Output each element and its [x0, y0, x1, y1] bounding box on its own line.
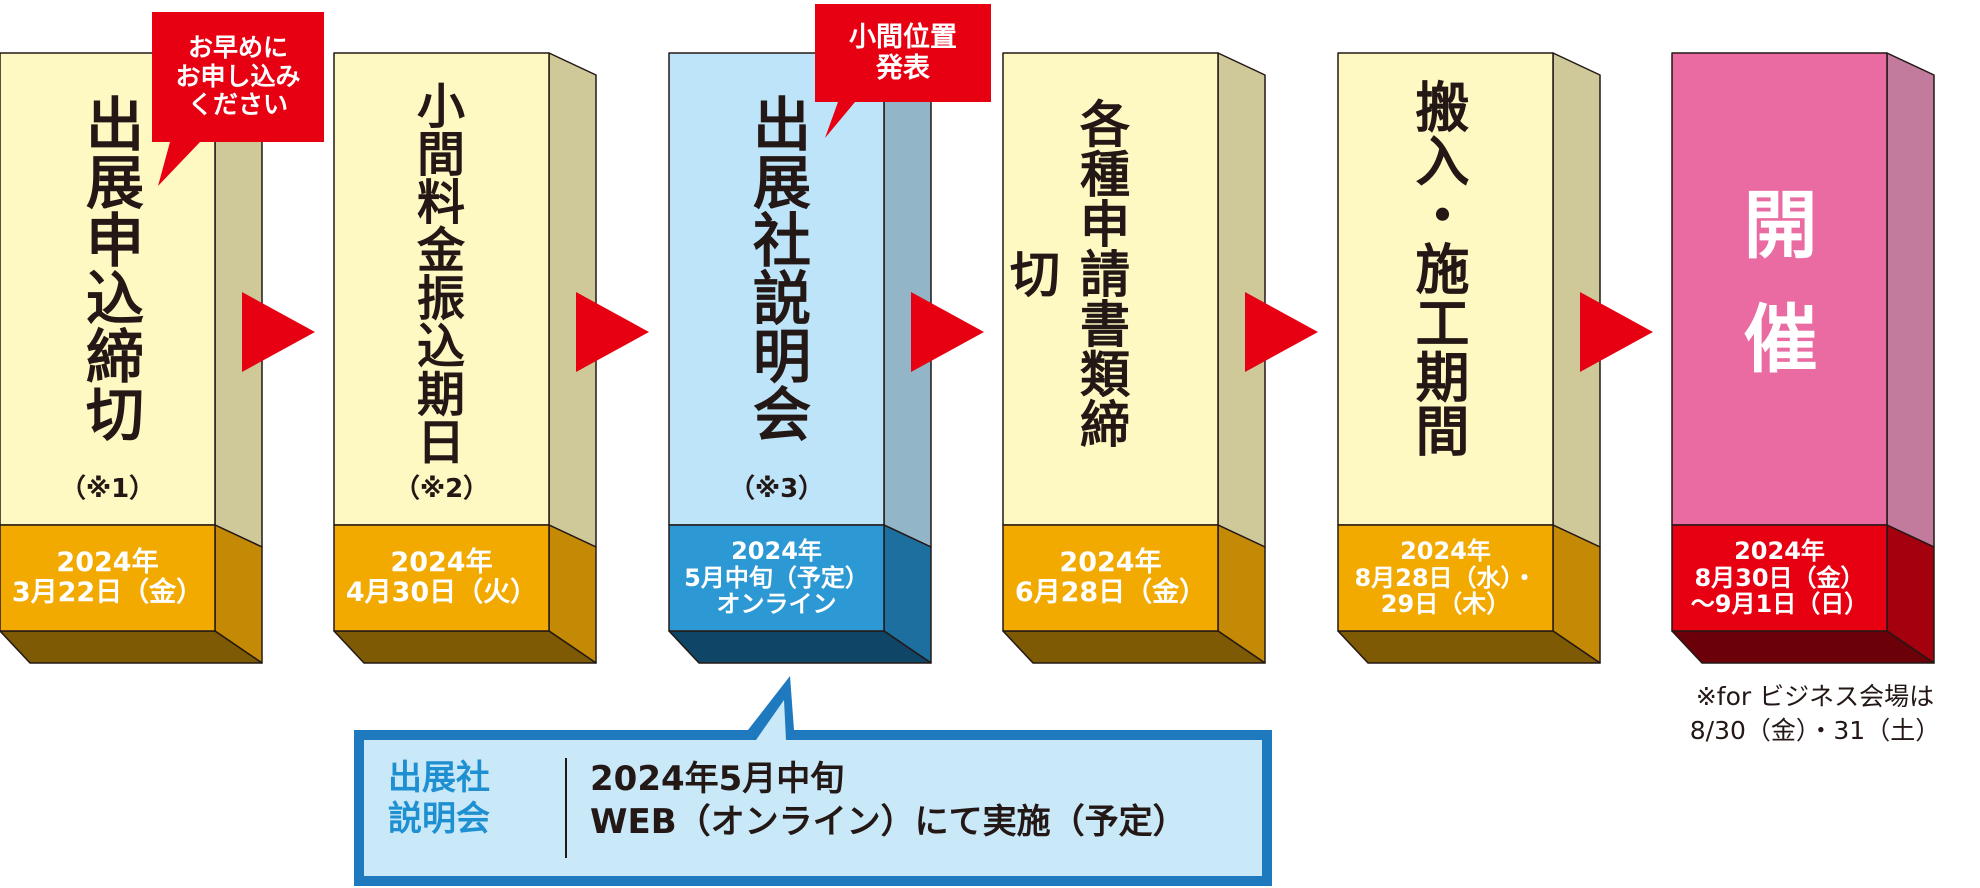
step-4-date: 2024年 6月28日（金） — [1003, 525, 1218, 631]
step-5-date-line-3: 29日（木） — [1380, 590, 1511, 619]
callout-booth-line-1: 小間位置 — [849, 21, 957, 53]
step-3-note: （※3） — [728, 474, 825, 504]
info-box-background — [364, 700, 1262, 876]
step-6-side-face — [1886, 52, 1935, 548]
step-6-date: 2024年 8月30日（金） 〜9月1日（日） — [1672, 525, 1887, 631]
step-6-date-line-3: 〜9月1日（日） — [1690, 590, 1869, 619]
step-4-date-line-2: 6月28日（金） — [1014, 577, 1207, 608]
info-box-label-line-1: 出展社 — [388, 758, 490, 798]
step-2-date-line-2: 4月30日（火） — [345, 577, 538, 608]
step-1-bottom-face — [0, 630, 263, 664]
step-2-date: 2024年 4月30日（火） — [334, 525, 549, 631]
info-box-line-2: WEB（オンライン）にて実施（予定） — [590, 801, 1187, 842]
step-1-note: （※1） — [59, 474, 156, 504]
info-box-line-1: 2024年5月中旬 — [590, 759, 845, 799]
flow-arrow-2 — [576, 292, 649, 372]
step-6-title: 開催 — [1731, 186, 1817, 414]
footnote-line-2: 8/30（金）・31（土） — [1689, 715, 1941, 745]
footnote-line-1: ※for ビジネス会場は — [1695, 682, 1935, 711]
step-2-date-panel — [333, 524, 550, 632]
step-3-date: 2024年 5月中旬（予定） オンライン — [669, 525, 884, 631]
callout-booth-text: 小間位置 発表 — [815, 4, 991, 102]
callout-early-text: お早めに お申し込み ください — [152, 12, 324, 142]
step-4-date-line-1: 2024年 — [1059, 546, 1162, 578]
step-3-date-panel — [668, 524, 885, 632]
callout-booth-line-2: 発表 — [876, 53, 930, 84]
step-5-title: 搬入・施工期間 — [1406, 79, 1469, 457]
step-1-title: 出展申込締切 — [76, 94, 144, 442]
callout-early-line-1: お早めに — [187, 32, 288, 62]
step-2-title: 小間料金振込期日 — [408, 81, 464, 465]
info-box-body: 2024年5月中旬 WEB（オンライン）にて実施（予定） — [590, 758, 1230, 843]
step-4-title: 各種申請書類締切 — [1002, 98, 1130, 448]
callout-early-line-3: ください — [187, 90, 288, 120]
step-4-bottom-face — [1002, 630, 1266, 664]
callout-early-bubble — [152, 12, 324, 186]
flow-arrow-5 — [1580, 292, 1653, 372]
step-1-date-line-1: 2024年 — [56, 546, 159, 578]
step-6-date-line-1: 2024年 — [1734, 536, 1825, 565]
step-2-note: （※2） — [393, 474, 490, 504]
step-3-title: 出展社説明会 — [743, 94, 811, 442]
step-1-date-panel — [0, 524, 216, 632]
step-3-date-line-1: 2024年 — [731, 536, 822, 565]
step-6-date-panel — [1671, 524, 1888, 632]
step-1-date: 2024年 3月22日（金） — [0, 525, 215, 631]
info-box-label-line-2: 説明会 — [388, 798, 490, 839]
step-4-date-panel — [1002, 524, 1219, 632]
step-3-date-line-2: 5月中旬（予定） — [684, 563, 869, 592]
step-5-date-panel — [1337, 524, 1554, 632]
flow-arrow-1 — [242, 292, 315, 372]
flow-arrow-4 — [1245, 292, 1318, 372]
flow-arrow-3 — [911, 292, 984, 372]
step-3-date-line-3: オンライン — [716, 590, 837, 619]
step-5-date-line-1: 2024年 — [1400, 536, 1491, 565]
step-5-date-line-2: 8月28日（水）・ — [1354, 563, 1537, 592]
callout-early-line-2: お申し込み — [175, 61, 301, 91]
step-5-date: 2024年 8月28日（水）・ 29日（木） — [1338, 525, 1553, 631]
callout-booth-bubble — [815, 4, 991, 138]
step-3-bottom-face — [668, 630, 932, 664]
step-2-date-line-1: 2024年 — [390, 546, 493, 578]
step-2-bottom-face — [333, 630, 597, 664]
step-5-bottom-face — [1337, 630, 1601, 664]
step-6-date-line-2: 8月30日（金） — [1694, 563, 1865, 592]
step-1-date-line-2: 3月22日（金） — [11, 577, 204, 608]
info-box-label: 出展社 説明会 — [388, 758, 548, 840]
footnote: ※for ビジネス会場は 8/30（金）・31（土） — [1655, 680, 1975, 748]
step-6-bottom-face — [1671, 630, 1935, 664]
